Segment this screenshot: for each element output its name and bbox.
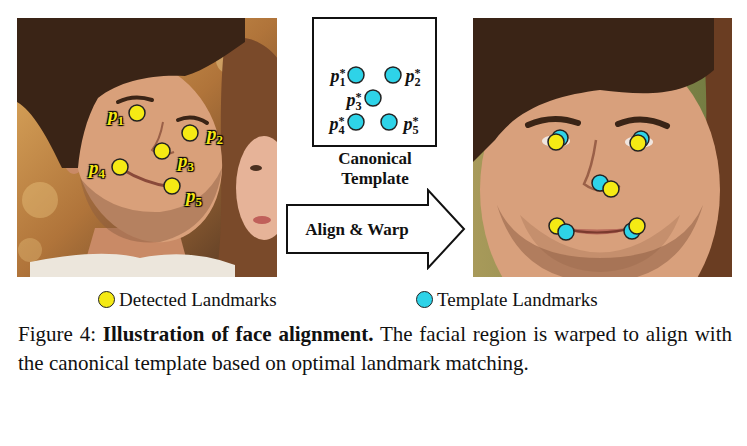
legend-swatch	[416, 291, 433, 308]
legend-text: Template Landmarks	[437, 290, 598, 310]
template-landmark-label: p3*	[346, 91, 361, 109]
template-landmark-label: p1*	[330, 67, 345, 85]
landmark-label: p3	[178, 151, 194, 170]
legend-swatch	[98, 291, 115, 308]
landmark-label: p1	[108, 105, 124, 124]
figure-caption: Figure 4: Illustration of face alignment…	[18, 320, 732, 378]
legend-text: Detected Landmarks	[119, 290, 277, 310]
landmark-label: p5	[186, 186, 202, 205]
arrow-label: Align & Warp	[305, 221, 409, 238]
template-frame	[313, 18, 436, 146]
aligned-photo	[473, 18, 732, 277]
template-landmark-label: p5*	[403, 115, 418, 133]
template-heading: Canonical Template	[303, 149, 447, 189]
source-photo	[17, 18, 277, 277]
template-landmark-label: p4*	[329, 115, 344, 133]
align-warp-arrow: Align & Warp	[285, 188, 467, 270]
landmark-label: p4	[89, 158, 105, 177]
landmark-label: p2	[207, 124, 223, 143]
template-box: p1*p2*p3*p4*p5*Canonical Template	[313, 18, 437, 190]
template-landmark-label: p2*	[405, 67, 420, 85]
arrow-outline	[287, 190, 464, 268]
